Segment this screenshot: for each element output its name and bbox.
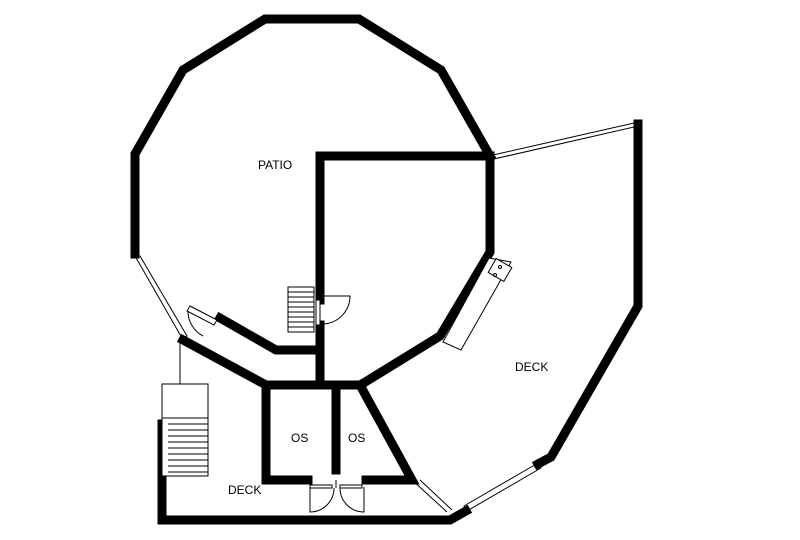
patio-inner-door-swing <box>321 295 351 325</box>
patio-southwest-wall <box>213 311 321 355</box>
os-left-door[interactable] <box>309 484 333 489</box>
patio-inner-door[interactable] <box>315 299 321 326</box>
patio-outer-wall <box>130 14 497 259</box>
east-deck-bottom-glass <box>463 462 542 512</box>
sink-drain-2 <box>493 273 497 277</box>
east-deck-top-glass <box>492 122 635 160</box>
os-right-door[interactable] <box>339 484 363 489</box>
stair-upper <box>287 286 315 333</box>
room-label-deck-east: DECK <box>515 360 548 374</box>
south-deck-lower-rail-2 <box>419 479 453 511</box>
room-label-os-right: OS <box>348 431 365 445</box>
os-left-door-swing <box>309 487 335 513</box>
room-label-deck-south: DECK <box>228 483 261 497</box>
stair-lower <box>161 383 209 477</box>
room-label-os-left: OS <box>291 431 308 445</box>
patio-west-door-swing <box>187 311 204 337</box>
counter <box>442 257 512 351</box>
patio-west-glass <box>134 255 188 339</box>
interior-wall-top <box>315 151 495 305</box>
room-label-patio: PATIO <box>258 158 292 172</box>
south-deck-lower-rail <box>411 479 448 513</box>
sink-drain-1 <box>498 265 502 269</box>
patio-west-door[interactable] <box>186 305 218 326</box>
os-right-door-swing <box>339 487 365 513</box>
os-right-wall <box>353 378 420 485</box>
patio-east-wall <box>355 151 495 391</box>
east-deck-outer-wall <box>531 119 643 471</box>
